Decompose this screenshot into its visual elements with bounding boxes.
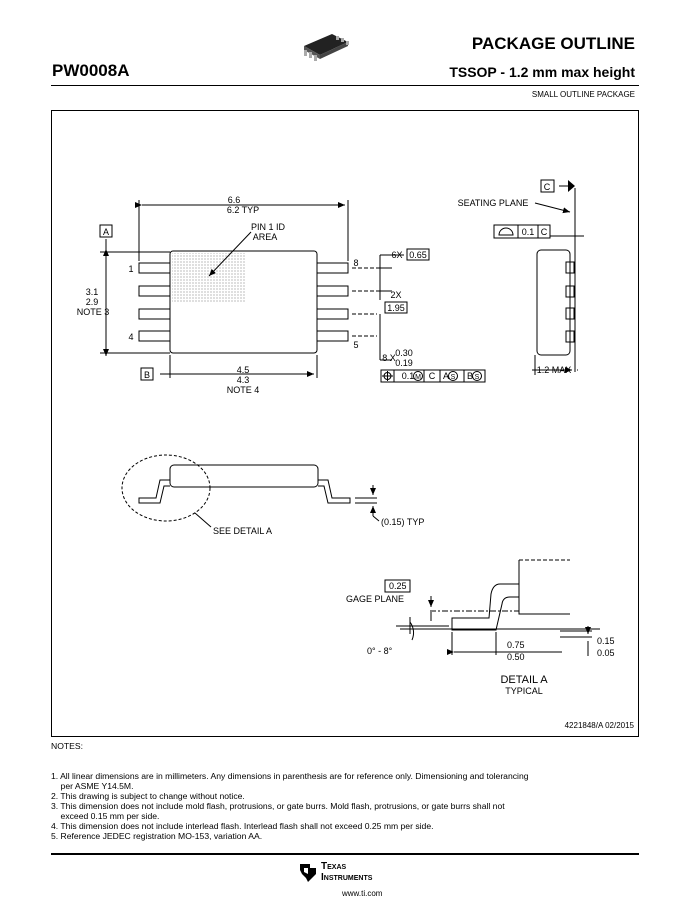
fcf-datum-b: B [467,371,473,381]
pin-8-number: 8 [353,258,358,268]
length-note: NOTE 3 [77,307,110,317]
body-width-max: 4.5 [237,365,250,375]
package-description: TSSOP - 1.2 mm max height [449,64,635,80]
package-family: SMALL OUTLINE PACKAGE [531,90,635,99]
side-profile [121,454,380,528]
flatness-frame [493,224,551,239]
datum-a-box [99,224,113,238]
seating-plane-label: SEATING PLANE [458,198,529,208]
drawing-frame [51,110,639,737]
pitch-value: 0.65 [409,250,427,260]
fcf-modifier-m: M [415,374,421,381]
note-line: 4. This dimension does not include inter… [51,821,434,831]
width-max: 6.6 [228,195,241,205]
standoff-max: 0.15 [597,636,615,646]
lead [138,308,171,320]
body-width-note: NOTE 4 [227,385,260,395]
package-body [169,250,318,354]
document-reference: 4221848/A 02/2015 [565,721,635,730]
lead-width-min: 0.19 [395,358,413,368]
position-tolerance-frame [380,369,486,383]
fcf-modifier-s2: S [475,374,480,381]
datum-b-box [140,367,154,381]
span-basic-box [384,301,408,314]
datum-c: C [544,182,551,192]
fcf-tolerance: 0.1 [402,371,415,381]
note-line: 3. This dimension does not include mold … [51,801,505,811]
detail-a-subtitle: TYPICAL [505,686,543,696]
pin-1-number: 1 [128,264,133,274]
datum-a: A [103,227,109,237]
top-view [100,200,404,378]
gage-plane-label: GAGE PLANE [346,594,404,604]
lead [316,262,349,274]
gage-value: 0.25 [389,581,407,591]
note-line: per ASME Y14.5M. [51,781,134,791]
flatness-tolerance: 0.1 [522,227,535,237]
brand-line1: Texas [321,861,347,872]
lead-width-max: 0.30 [395,348,413,358]
datum-c-box [540,179,555,193]
lead-width-count: 8 X [382,353,396,363]
detail-a [385,559,600,656]
detail-a-title: DETAIL A [500,674,548,686]
side-view [532,185,584,375]
lead [316,308,349,320]
lead [316,330,349,342]
notes-heading: NOTES: [51,741,83,751]
body-width-min: 4.3 [237,375,250,385]
lead [138,285,171,297]
note-line: 2. This drawing is subject to change wit… [51,791,245,801]
span-count: 2X [390,290,401,300]
length-max: 3.1 [86,287,99,297]
notes-list: 1. All linear dimensions are in millimet… [51,761,529,851]
height-max: 1.2 MAX [537,365,572,375]
lead [138,262,171,274]
pin1-label: PIN 1 ID [251,222,286,232]
pitch-basic-box [406,248,430,261]
brand-name: Texas Instruments [321,861,372,883]
website-link[interactable]: www.ti.com [342,889,383,898]
note-line: 5. Reference JEDEC registration MO-153, … [51,831,263,841]
foot-length-max: 0.75 [507,640,525,650]
foot-length-min: 0.50 [507,652,525,662]
doc-type-title: PACKAGE OUTLINE [471,34,635,53]
pin1-id-area [172,253,245,303]
span-value: 1.95 [387,303,405,313]
pitch-count: 6X [391,250,402,260]
standoff-reference: (0.15) TYP [381,517,424,527]
texas-instruments-logo-icon [300,864,316,882]
gage-box [384,579,411,593]
seating-plane-arrow [568,180,575,192]
lead [138,330,171,342]
see-detail-label: SEE DETAIL A [213,526,272,536]
angle-value: 0° - 8° [367,646,393,656]
header-rule [51,85,639,86]
datum-b: B [144,370,150,380]
note-line: exceed 0.15 mm per side. [51,811,160,821]
standoff-min: 0.05 [597,648,615,658]
fcf-modifier-s1: S [451,374,456,381]
package-id: PW0008A [52,61,130,80]
package-chip-icon [304,34,349,61]
side-body [536,249,571,356]
fcf-datum-c: C [429,371,436,381]
footer-rule [51,853,639,855]
lead [316,285,349,297]
flatness-datum: C [541,227,548,237]
fcf-datum-a: A [443,371,449,381]
width-min: 6.2 TYP [227,205,259,215]
length-min: 2.9 [86,297,99,307]
note-line: 1. All linear dimensions are in millimet… [51,771,529,781]
pin1-label2: AREA [253,232,278,242]
pin-4-number: 4 [128,332,133,342]
pin-5-number: 5 [353,340,358,350]
brand-line2: Instruments [321,872,373,883]
